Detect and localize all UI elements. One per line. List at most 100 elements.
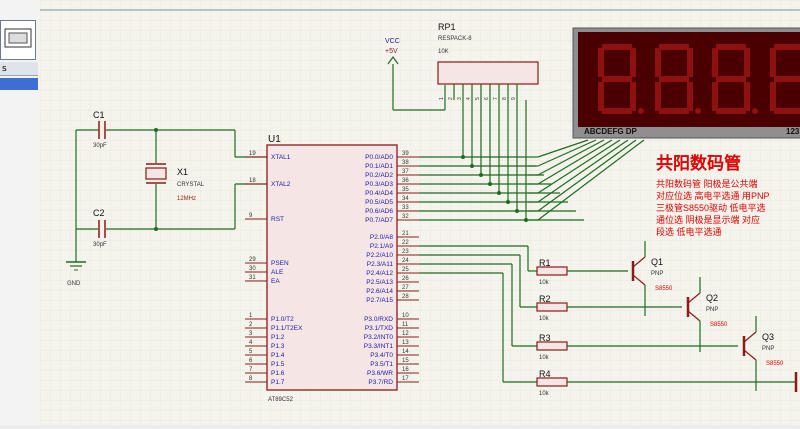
u1-right-pin-number: 22: [402, 240, 409, 246]
u1-left-pin-number: 6: [249, 358, 253, 364]
u1-left-pin-label: PSEN: [271, 260, 289, 267]
vcc-value: +5V: [385, 48, 398, 55]
u1-left-pin-number: 3: [249, 331, 253, 337]
u1-right-pin-label: P2.3/A11: [367, 261, 394, 268]
resistor-r4[interactable]: R4 10k: [536, 369, 795, 397]
overview-thumbnail[interactable]: [0, 20, 36, 60]
transistor-type: PNP: [762, 346, 774, 352]
transistor-part: S8550: [766, 361, 784, 367]
u1-left-pin-number: 19: [249, 151, 256, 157]
resistor-value: 10k: [539, 316, 550, 322]
resistor-value: 10k: [539, 280, 550, 286]
u1-right-pin-number: 10: [402, 313, 409, 319]
u1-right-pin-number: 24: [402, 258, 409, 264]
resistor-name: R4: [539, 369, 551, 379]
c1-name: C1: [93, 110, 105, 120]
gnd-terminal[interactable]: GND: [66, 261, 86, 287]
u1-right-pin-label: P2.5/A13: [366, 279, 393, 286]
x1-type: CRYSTAL: [177, 182, 205, 188]
u1-right-pin-label: P0.4/AD4: [365, 190, 393, 197]
u1-right-pin-number: 17: [402, 376, 409, 382]
resistor-name: R3: [539, 333, 551, 343]
u1-left-pin-label: XTAL2: [271, 181, 291, 188]
display-digit: [655, 44, 701, 114]
u1-right-pin-label: P3.7/RD: [368, 379, 393, 386]
display-segment-label: ABCDEFG DP: [584, 127, 638, 136]
u1-right-pin-label: P2.2/A10: [366, 252, 393, 259]
u1-right-pin-number: 36: [402, 178, 409, 184]
rp1-pin-number: 4: [466, 97, 472, 100]
u1-right-pin-label: P2.7/A15: [366, 297, 393, 304]
u1-left-pin-number: 1: [249, 313, 253, 319]
device-list-tab[interactable]: s: [0, 62, 38, 76]
u1-right-pin-number: 32: [402, 214, 409, 220]
u1-right-pin-label: P0.2/AD2: [365, 172, 393, 179]
u1-right-pin-number: 12: [402, 331, 409, 337]
u1-right-pin-label: P2.0/A8: [370, 234, 394, 241]
u1-left-pin-number: 30: [249, 266, 256, 272]
u1-right-pin-number: 14: [402, 349, 409, 355]
u1-right-pin-number: 35: [402, 187, 409, 193]
u1-right-pin-number: 15: [402, 358, 409, 364]
u1-right-pin-number: 26: [402, 276, 409, 282]
rp1-pin-number: 1: [439, 97, 445, 100]
u1-right-pin-number: 28: [402, 294, 409, 300]
gnd-label: GND: [67, 281, 81, 287]
rp1-value: 10K: [438, 49, 449, 55]
u1-right-pin-number: 13: [402, 340, 409, 346]
u1-left-pin-label: ALE: [271, 269, 284, 276]
u1-left-pin-label: P1.7: [271, 379, 285, 386]
u1-left-pin-number: 5: [249, 349, 253, 355]
rp1-pin-number: 9: [511, 97, 517, 100]
transistor-name: Q2: [706, 293, 718, 303]
rp1-pin-number: 6: [484, 97, 490, 100]
u1-right-pin-label: P0.5/AD5: [365, 199, 393, 206]
u1-right-pin-label: P3.4/T0: [370, 352, 393, 359]
u1-left-pin-number: 7: [249, 367, 253, 373]
annotation-line-1: 共阳数码管 阳极是公共端: [656, 178, 758, 189]
u1-left-pin-label: P1.1/T2EX: [271, 325, 303, 332]
u1-left-pin-number: 8: [249, 376, 253, 382]
display-digit: [712, 44, 758, 114]
u1-left-pin-label: XTAL1: [271, 154, 291, 161]
annotation-line-4: 通位选 阴极是显示端 对应: [656, 214, 760, 225]
u1-right-pin-label: P0.0/AD0: [365, 154, 393, 161]
u1-right-pin-number: 33: [402, 205, 409, 211]
c2-capacitor[interactable]: C2 30pF: [76, 208, 235, 248]
u1-left-pin-number: 4: [249, 340, 253, 346]
u1-right-pin-number: 39: [402, 151, 409, 157]
device-list-selected-row[interactable]: [0, 78, 38, 90]
vcc-power-terminal[interactable]: VCC +5V: [385, 38, 446, 111]
u1-right-pin-label: P0.6/AD6: [365, 208, 393, 215]
c1-value: 30pF: [93, 143, 107, 149]
resistor-name: R2: [539, 294, 551, 304]
u1-left-pin-number: 18: [249, 178, 256, 184]
u1-right-pin-number: 23: [402, 249, 409, 255]
transistor-type: PNP: [651, 271, 663, 277]
transistor-name: Q3: [762, 332, 774, 342]
u1-right-pin-number: 11: [402, 322, 409, 328]
annotation-line-3: 三极管S8550驱动 低电平选: [656, 202, 766, 213]
u1-right-pin-number: 37: [402, 169, 409, 175]
seven-segment-display[interactable]: ABCDEFG DP 123: [572, 27, 800, 139]
u1-left-pin-label: P1.4: [271, 352, 285, 359]
u1-right-pin-number: 38: [402, 160, 409, 166]
resistor-value: 10k: [539, 391, 550, 397]
left-panel: s: [0, 0, 39, 425]
rp1-name: RP1: [438, 22, 456, 32]
u1-left-pin-number: 9: [249, 213, 253, 219]
c1-capacitor[interactable]: C1 30pF: [76, 110, 235, 149]
x1-crystal[interactable]: X1 CRYSTAL 12MHz: [145, 130, 205, 229]
u1-left-pin-label: P1.0/T2: [271, 316, 294, 323]
display-digit-label: 123: [786, 127, 800, 136]
resistor-r2[interactable]: R2 10k: [536, 294, 682, 322]
u1-right-pin-number: 25: [402, 267, 409, 273]
